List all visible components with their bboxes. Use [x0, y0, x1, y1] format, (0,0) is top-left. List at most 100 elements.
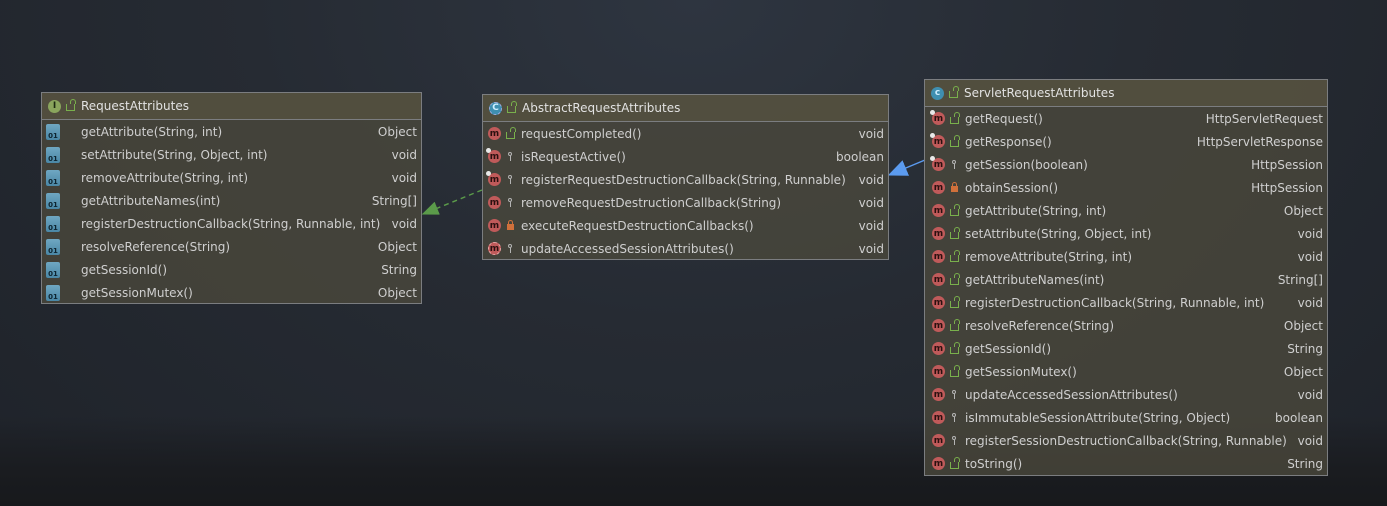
abstract-method-icon: 01 [46, 192, 60, 209]
method-return-type: HttpServletRequest [1205, 111, 1323, 126]
method-return-type: String [381, 262, 417, 277]
method-name: getSessionId() [81, 262, 168, 277]
method-return-type: HttpSession [1251, 157, 1323, 172]
method-return-type: void [1297, 295, 1323, 310]
override-marker-icon [930, 156, 935, 161]
method-return-type: void [391, 170, 417, 185]
protected-key-icon [949, 160, 959, 170]
public-lock-icon [65, 101, 75, 111]
method-name: removeRequestDestructionCallback(String) [521, 195, 782, 210]
interface-name: RequestAttributes [81, 99, 189, 113]
method-icon: m [932, 296, 945, 309]
class-servlet-request-attributes[interactable]: c ServletRequestAttributes m getRequest()… [924, 79, 1328, 476]
method-icon: m [932, 457, 945, 470]
method-icon: m [932, 388, 945, 401]
override-marker-icon [930, 110, 935, 115]
method-name: isImmutableSessionAttribute(String, Obje… [965, 410, 1231, 425]
method-return-type: Object [377, 239, 417, 254]
method-name: obtainSession() [965, 180, 1059, 195]
protected-key-icon [505, 152, 515, 162]
method-name: getAttribute(String, int) [965, 203, 1107, 218]
method-return-type: Object [1283, 364, 1323, 379]
method-icon: m [486, 171, 501, 186]
method-row[interactable]: 01 getSessionId() String [42, 258, 421, 281]
method-return-type: void [1297, 249, 1323, 264]
method-return-type: void [858, 126, 884, 141]
abstract-method-icon: 01 [46, 238, 60, 255]
interface-header[interactable]: I RequestAttributes [42, 93, 421, 120]
method-name: toString() [965, 456, 1023, 471]
method-return-type: Object [1283, 318, 1323, 333]
method-name: getSessionMutex() [965, 364, 1077, 379]
method-icon: m [932, 273, 945, 286]
method-icon: m [932, 204, 945, 217]
public-lock-icon [949, 252, 959, 262]
abstract-method-icon: 01 [46, 284, 60, 301]
protected-key-icon [505, 198, 515, 208]
override-marker-icon [486, 148, 491, 153]
method-return-type: void [1297, 387, 1323, 402]
method-name: getRequest() [965, 111, 1043, 126]
abstract-class-icon: C [489, 101, 502, 115]
method-name: registerSessionDestructionCallback(Strin… [965, 433, 1287, 448]
public-lock-icon [949, 275, 959, 285]
public-lock-icon [949, 229, 959, 239]
method-return-type: void [858, 218, 884, 233]
override-marker-icon [930, 133, 935, 138]
method-name: getSession(boolean) [965, 157, 1088, 172]
public-lock-icon [505, 129, 515, 139]
public-lock-icon [948, 88, 958, 98]
method-name: resolveReference(String) [965, 318, 1115, 333]
abstract-method-icon: 01 [46, 215, 60, 232]
method-name: getAttributeNames(int) [965, 272, 1105, 287]
class-name: ServletRequestAttributes [964, 86, 1115, 100]
abstract-method-icon: 01 [46, 169, 60, 186]
method-name: setAttribute(String, Object, int) [81, 147, 268, 162]
public-lock-icon [949, 321, 959, 331]
method-return-type: Object [377, 124, 417, 139]
abstract-class-header[interactable]: C AbstractRequestAttributes [483, 95, 888, 122]
class-header[interactable]: c ServletRequestAttributes [925, 80, 1327, 107]
interface-icon: I [48, 99, 61, 113]
method-return-type: boolean [1275, 410, 1323, 425]
abstract-method-icon: 01 [46, 261, 60, 278]
extends-edge[interactable] [887, 159, 926, 176]
method-return-type: void [1297, 433, 1323, 448]
method-return-type: void [858, 195, 884, 210]
implements-edge[interactable] [421, 189, 483, 215]
